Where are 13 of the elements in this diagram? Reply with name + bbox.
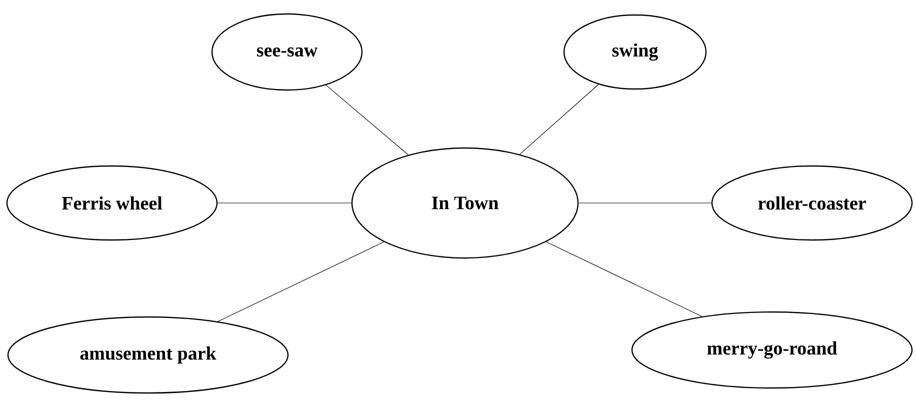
ellipse-node: amusement park <box>7 316 289 394</box>
connector-line <box>217 202 352 204</box>
ellipse-node: merry-go-roand <box>631 311 913 389</box>
connector-line <box>578 202 712 204</box>
connector-line <box>520 84 599 155</box>
ellipse-node: swing <box>563 14 707 90</box>
connector-line <box>218 242 384 322</box>
ellipse-node: see-saw <box>211 13 363 91</box>
ellipse-node: Ferris wheel <box>6 165 218 241</box>
connector-line <box>546 242 702 317</box>
ellipse-node: In Town <box>351 147 579 259</box>
connector-line <box>326 84 409 156</box>
ellipse-node: roller-coaster <box>711 165 913 241</box>
